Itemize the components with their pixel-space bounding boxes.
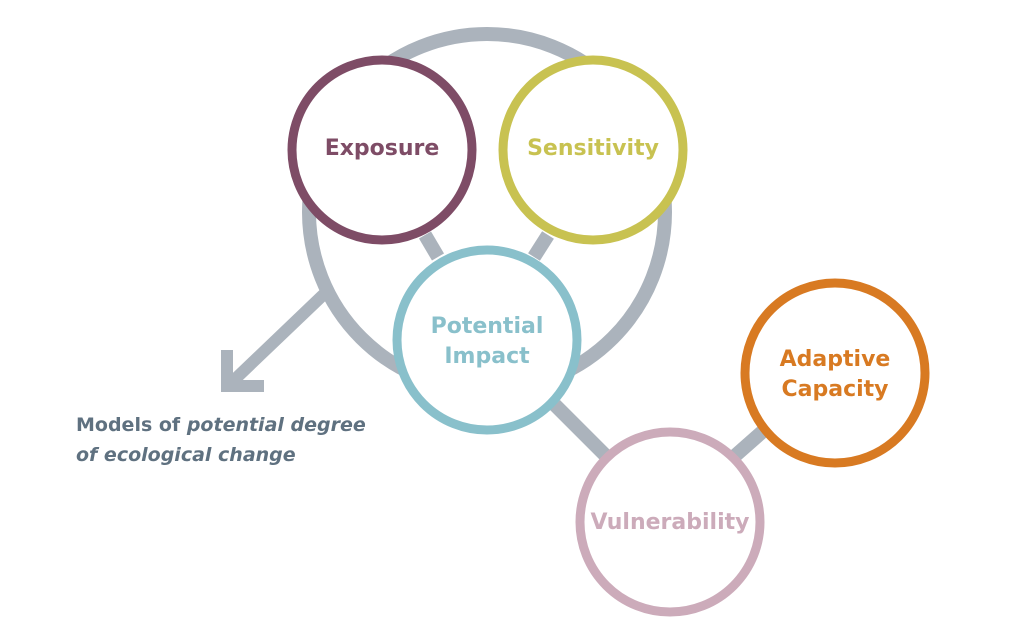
arrow-down-left-icon <box>221 287 331 392</box>
node-sensitivity: Sensitivity <box>498 55 688 245</box>
connector-exposure-impact <box>418 231 445 261</box>
potential-impact-circle <box>392 245 582 435</box>
node-vulnerability: Vulnerability <box>575 427 765 617</box>
vulnerability-circle <box>575 427 765 617</box>
node-potential-impact: Potential Impact <box>392 245 582 435</box>
adaptive-capacity-circle <box>740 278 930 468</box>
exposure-circle <box>287 55 477 245</box>
connector-impact-vulnerability <box>550 400 610 460</box>
sensitivity-circle <box>498 55 688 245</box>
caption-part2: potential degree <box>186 414 366 436</box>
caption-part1: Models of <box>76 414 187 436</box>
vulnerability-label: Vulnerability <box>591 510 750 535</box>
exposure-label: Exposure <box>325 136 440 161</box>
adaptive-capacity-label-line2: Capacity <box>781 377 888 402</box>
sensitivity-label: Sensitivity <box>527 136 659 161</box>
connector-sensitivity-impact <box>528 231 554 261</box>
node-adaptive-capacity: Adaptive Capacity <box>740 278 930 468</box>
caption-models: Models of potential degree of ecological … <box>76 410 416 470</box>
node-exposure: Exposure <box>287 55 477 245</box>
caption-part3: of ecological change <box>76 444 296 466</box>
potential-impact-label-line2: Impact <box>444 344 530 369</box>
adaptive-capacity-label-line1: Adaptive <box>780 347 891 372</box>
potential-impact-label-line1: Potential <box>431 314 544 339</box>
